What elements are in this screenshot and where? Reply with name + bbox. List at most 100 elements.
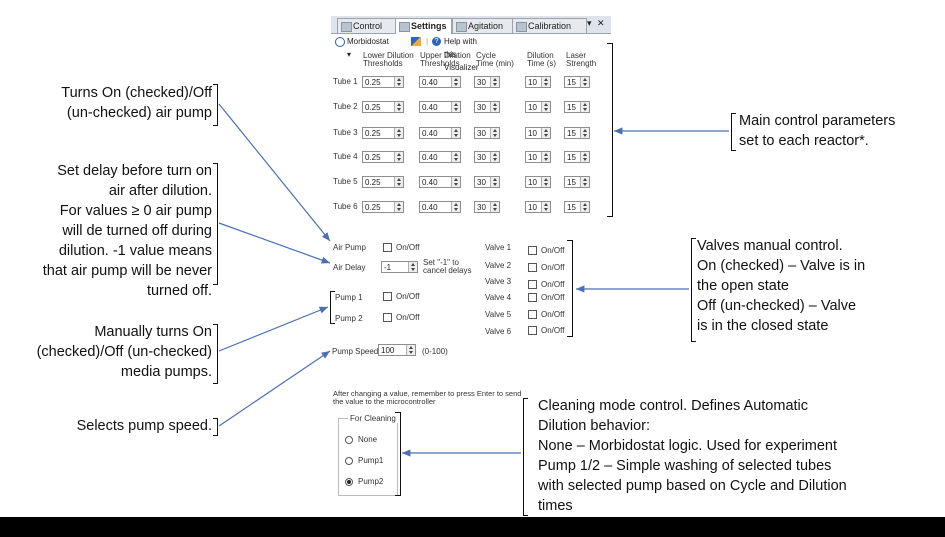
tube-value-spinner[interactable]: 15: [564, 151, 590, 163]
spinner-arrows-icon[interactable]: [541, 202, 550, 212]
spinner-arrows-icon[interactable]: [490, 152, 499, 162]
tube-value-spinner[interactable]: 0.25: [362, 176, 404, 188]
spinner-arrows-icon[interactable]: [394, 177, 403, 187]
tube-value-spinner[interactable]: 10: [525, 176, 551, 188]
tube-value-spinner[interactable]: 30: [474, 201, 500, 213]
valve-checkbox[interactable]: [528, 263, 537, 272]
tube-value-spinner[interactable]: 10: [525, 127, 551, 139]
tube-value: 0.25: [365, 153, 381, 162]
spinner-arrows-icon[interactable]: [394, 152, 403, 162]
calibration-tab-icon: [516, 22, 527, 32]
spinner-arrows-icon[interactable]: [580, 77, 589, 87]
tube-value-spinner[interactable]: 15: [564, 201, 590, 213]
spinner-arrows-icon[interactable]: [394, 77, 403, 87]
spinner-arrows-icon[interactable]: [451, 128, 460, 138]
spinner-arrows-icon[interactable]: [394, 128, 403, 138]
spinner-arrows-icon[interactable]: [580, 202, 589, 212]
tube-value-spinner[interactable]: 0.25: [362, 127, 404, 139]
spinner-arrows-icon[interactable]: [541, 128, 550, 138]
spinner-arrows-icon[interactable]: [451, 77, 460, 87]
pump-speed-value: 100: [381, 346, 395, 355]
annotation-line: times: [538, 498, 573, 514]
tube-value-spinner[interactable]: 15: [564, 101, 590, 113]
tube-value: 0.25: [365, 103, 381, 112]
tube-value-spinner[interactable]: 0.25: [362, 151, 404, 163]
pump-speed-spinner[interactable]: 100: [378, 344, 416, 356]
close-icon[interactable]: ✕: [597, 18, 605, 28]
spinner-arrows-icon[interactable]: [490, 128, 499, 138]
spinner-arrows-icon[interactable]: [541, 177, 550, 187]
tube-value-spinner[interactable]: 0.40: [419, 101, 461, 113]
chart-icon[interactable]: [411, 37, 421, 46]
air-delay-spinner[interactable]: -1: [381, 261, 418, 273]
spinner-arrows-icon[interactable]: [490, 202, 499, 212]
tube-value-spinner[interactable]: 0.40: [419, 127, 461, 139]
tube-value-spinner[interactable]: 10: [525, 101, 551, 113]
radio-pump1[interactable]: [345, 457, 353, 465]
tube-value-spinner[interactable]: 15: [564, 176, 590, 188]
tube-value-spinner[interactable]: 0.40: [419, 76, 461, 88]
spinner-arrows-icon[interactable]: [580, 128, 589, 138]
radio-none[interactable]: [345, 436, 353, 444]
spinner-arrows-icon[interactable]: [490, 177, 499, 187]
spinner-arrows-icon[interactable]: [394, 102, 403, 112]
spinner-arrows-icon[interactable]: [451, 177, 460, 187]
spinner-arrows-icon[interactable]: [580, 102, 589, 112]
annotation-media-pumps: Manually turns On (checked)/Off (un-chec…: [37, 322, 212, 382]
annotation-pump-speed: Selects pump speed.: [77, 416, 212, 436]
air-pump-checkbox[interactable]: [383, 243, 392, 252]
pump2-checkbox[interactable]: [383, 313, 392, 322]
spinner-arrows-icon[interactable]: [490, 77, 499, 87]
spinner-arrows-icon[interactable]: [394, 202, 403, 212]
tube-value-spinner[interactable]: 0.25: [362, 201, 404, 213]
tube-value-spinner[interactable]: 30: [474, 151, 500, 163]
spinner-arrows-icon[interactable]: [541, 77, 550, 87]
spinner-arrows-icon[interactable]: [408, 262, 417, 272]
spinner-arrows-icon[interactable]: [451, 152, 460, 162]
valve-checkbox[interactable]: [528, 326, 537, 335]
valve-checkbox[interactable]: [528, 310, 537, 319]
help-link[interactable]: Help with this Visualizer: [444, 37, 479, 72]
tube-value: 0.40: [422, 78, 438, 87]
tube-value-spinner[interactable]: 0.40: [419, 201, 461, 213]
spinner-arrows-icon[interactable]: [451, 202, 460, 212]
header-line: Time (min): [476, 59, 514, 68]
pump1-checkbox[interactable]: [383, 292, 392, 301]
tube-value-spinner[interactable]: 15: [564, 127, 590, 139]
tube-value-spinner[interactable]: 0.25: [362, 76, 404, 88]
tube-value-spinner[interactable]: 10: [525, 76, 551, 88]
valve-checkbox[interactable]: [528, 246, 537, 255]
mode-dropdown[interactable]: Morbidostat ▾: [347, 37, 389, 59]
spinner-arrows-icon[interactable]: [406, 345, 415, 355]
spinner-arrows-icon[interactable]: [580, 177, 589, 187]
annotation-main-params: Main control parameters set to each reac…: [739, 111, 895, 151]
tube-value-spinner[interactable]: 30: [474, 176, 500, 188]
tube-value-spinner[interactable]: 30: [474, 76, 500, 88]
tube-value-spinner[interactable]: 10: [525, 151, 551, 163]
valve-checkbox[interactable]: [528, 280, 537, 289]
tab-calibration[interactable]: Calibration: [512, 18, 587, 33]
tube-value-spinner[interactable]: 15: [564, 76, 590, 88]
tab-settings[interactable]: Settings: [395, 18, 452, 34]
tube-value-spinner[interactable]: 10: [525, 201, 551, 213]
tab-dropdown-icon[interactable]: ▾: [587, 18, 592, 28]
annotation-air-pump: Turns On (checked)/Off (un-checked) air …: [61, 83, 212, 123]
tube-value-spinner[interactable]: 0.40: [419, 176, 461, 188]
tube-value: 30: [477, 153, 486, 162]
radio-pump2[interactable]: [345, 478, 353, 486]
tube-value-spinner[interactable]: 0.40: [419, 151, 461, 163]
valve-checkbox[interactable]: [528, 293, 537, 302]
spinner-arrows-icon[interactable]: [580, 152, 589, 162]
spinner-arrows-icon[interactable]: [541, 152, 550, 162]
tube-label: Tube 2: [333, 102, 358, 111]
tube-value-spinner[interactable]: 30: [474, 101, 500, 113]
note-line: the value to the microcontroller: [333, 397, 436, 406]
tube-value-spinner[interactable]: 30: [474, 127, 500, 139]
spinner-arrows-icon[interactable]: [451, 102, 460, 112]
spinner-arrows-icon[interactable]: [541, 102, 550, 112]
spinner-arrows-icon[interactable]: [490, 102, 499, 112]
tab-control[interactable]: Control: [337, 18, 396, 33]
annotation-line: (checked)/Off (un-checked): [36, 344, 212, 360]
tube-value: 0.25: [365, 203, 381, 212]
tube-value-spinner[interactable]: 0.25: [362, 101, 404, 113]
